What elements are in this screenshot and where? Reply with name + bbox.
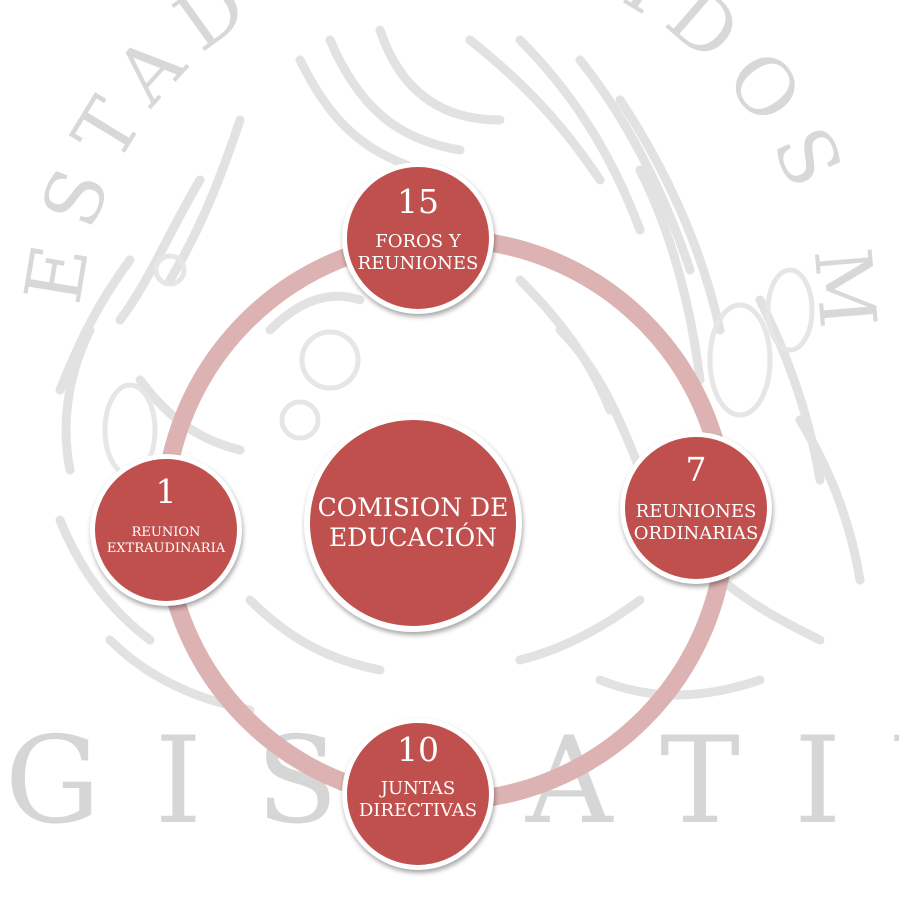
node-label: REUNION EXTRAUDINARIA: [106, 525, 226, 556]
node-number: 7: [685, 450, 707, 489]
node-reunion-extraudinaria: 1 REUNION EXTRAUDINARIA: [90, 454, 242, 606]
node-reuniones-ordinarias: 7 REUNIONES ORDINARIAS: [620, 432, 772, 584]
center-label: COMISION DE EDUCACIÓN: [317, 493, 509, 552]
node-number: 1: [155, 472, 177, 511]
node-number: 10: [397, 730, 439, 769]
node-label: REUNIONES ORDINARIAS: [633, 501, 759, 544]
node-label: FOROS Y REUNIONES: [357, 231, 479, 274]
node-label: JUNTAS DIRECTIVAS: [358, 778, 478, 821]
node-foros-y-reuniones: 15 FOROS Y REUNIONES: [342, 162, 494, 314]
node-juntas-directivas: 10 JUNTAS DIRECTIVAS: [342, 718, 494, 870]
node-number: 15: [397, 182, 439, 221]
center-node: COMISION DE EDUCACIÓN: [304, 414, 522, 632]
